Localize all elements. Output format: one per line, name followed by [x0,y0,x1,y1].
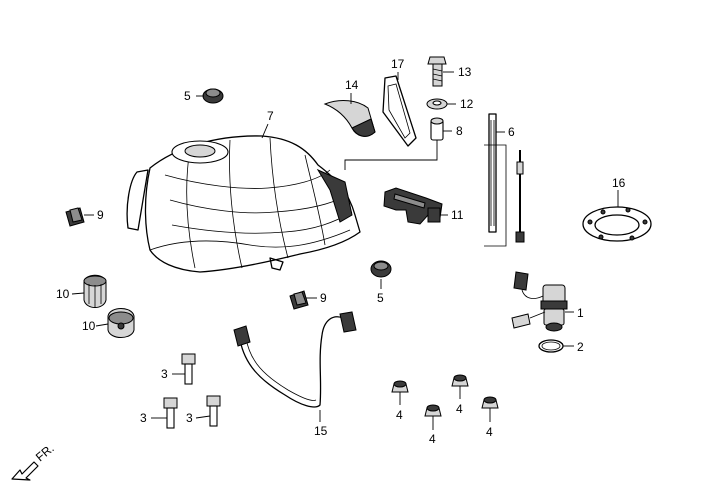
nut-part-4-d[interactable] [481,396,499,409]
callout-labels: 1 2 3 3 3 4 4 4 4 5 5 6 7 8 9 9 10 10 11… [56,57,626,446]
fuel-hose-part-15[interactable] [233,311,357,408]
callout-15: 15 [314,424,328,438]
callout-9-b: 9 [320,291,327,305]
front-direction-arrow-icon: FR. [11,441,57,481]
callout-3-a: 3 [161,367,168,381]
callout-3-c: 3 [186,411,193,425]
washer-part-12[interactable] [426,98,448,110]
nut-part-4-a[interactable] [391,380,409,393]
bracket-part-17[interactable] [382,75,417,147]
nut-part-4-b[interactable] [451,374,469,387]
leader-lines [71,71,619,430]
mount-bracket-part-11[interactable] [383,187,443,225]
retainer-ring-part-16[interactable] [582,206,652,242]
callout-10-b: 10 [82,319,96,333]
callout-13: 13 [458,65,472,79]
bolt-part-3-c[interactable] [206,395,221,427]
gauge-tube-part-6[interactable] [484,113,507,247]
callout-4-d: 4 [486,425,493,439]
callout-3-b: 3 [140,411,147,425]
callout-14: 14 [345,78,359,92]
direction-label: FR. [33,441,57,464]
callout-16: 16 [612,176,626,190]
callout-2: 2 [577,340,584,354]
callout-10-a: 10 [56,287,70,301]
callout-12: 12 [460,97,474,111]
callout-17: 17 [391,57,405,71]
level-sender-rod[interactable] [515,150,525,243]
clip-part-9-left[interactable] [65,207,85,227]
callout-8: 8 [456,124,463,138]
fuel-tank-part-7[interactable] [126,135,361,273]
callout-4-b: 4 [456,402,463,416]
nut-part-4-c[interactable] [424,404,442,417]
bolt-part-13[interactable] [427,56,447,87]
callout-9-a: 9 [97,208,104,222]
cap-part-10-upper[interactable] [83,274,107,308]
collar-part-8[interactable] [430,117,444,141]
bolt-part-3-a[interactable] [181,353,196,385]
grommet-part-5-top[interactable] [202,88,224,104]
callout-11: 11 [451,208,464,222]
cap-part-10-lower[interactable] [107,308,135,338]
callout-5-b: 5 [377,291,384,305]
callout-7: 7 [267,109,274,123]
callout-1: 1 [577,306,584,320]
bolt-part-3-b[interactable] [163,397,178,429]
callout-6: 6 [508,125,515,139]
grommet-part-5-mid[interactable] [370,260,392,278]
callout-4-c: 4 [429,432,436,446]
callout-5-a: 5 [184,89,191,103]
fuel-pump-part-1[interactable] [511,271,568,332]
o-ring-part-2[interactable] [538,339,564,353]
callout-4-a: 4 [396,408,403,422]
clip-part-9-mid[interactable] [289,290,309,310]
emblem-part-14[interactable] [323,100,376,137]
